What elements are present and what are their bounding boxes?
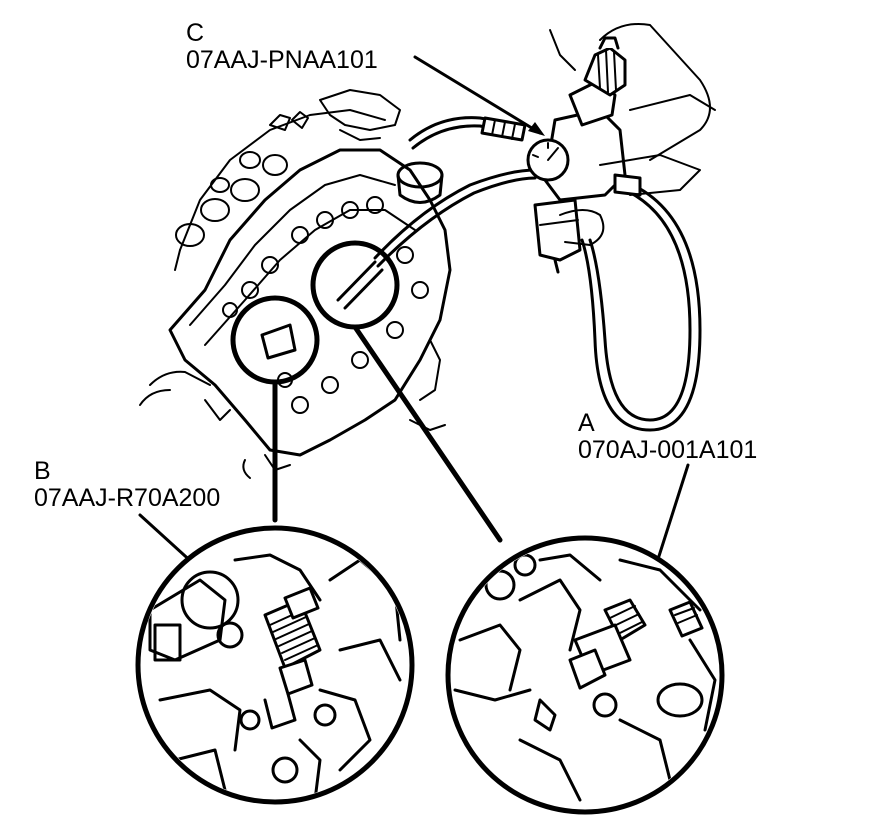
callout-c: C 07AAJ-PNAA101 — [186, 20, 378, 74]
air-hoses — [373, 116, 702, 432]
callout-a-part-number: 070AJ-001A101 — [578, 436, 758, 464]
detail-view-b — [135, 525, 415, 805]
detail-view-a — [445, 535, 725, 815]
callout-b-part-number: 07AAJ-R70A200 — [34, 484, 221, 512]
pressure-gauge-tool — [480, 23, 716, 274]
callout-c-part-number: 07AAJ-PNAA101 — [186, 46, 378, 74]
engine-cylinder-head — [139, 89, 452, 479]
callout-b-letter: B — [34, 457, 51, 485]
leader-lines — [138, 55, 690, 620]
callout-a-letter: A — [578, 409, 595, 437]
callout-c-letter: C — [186, 19, 205, 47]
callout-a: A 070AJ-001A101 — [578, 410, 757, 464]
callout-b: B 07AAJ-R70A200 — [34, 458, 220, 512]
engine-detail-circle-a — [310, 240, 400, 330]
engine-detail-circle-b — [230, 295, 320, 385]
